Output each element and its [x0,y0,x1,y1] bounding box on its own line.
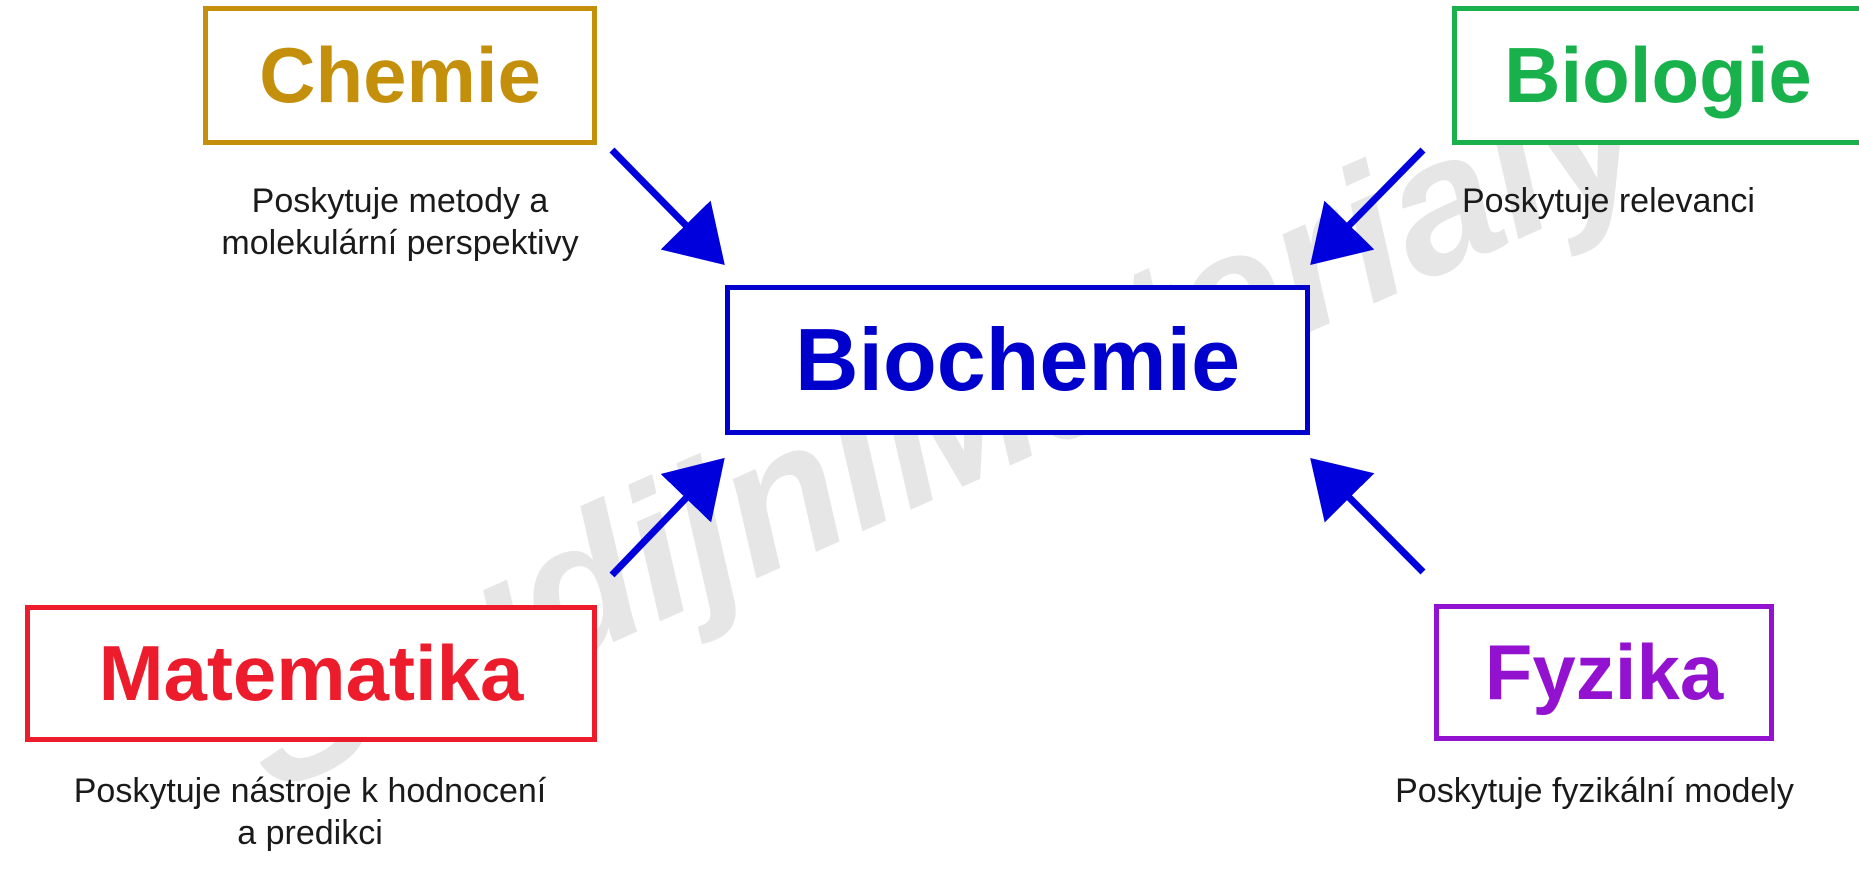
node-fyzika-label: Fyzika [1484,628,1724,716]
node-chemie: Chemie [203,6,597,145]
node-matematika: Matematika [25,605,597,742]
node-biochemie: Biochemie [725,285,1310,435]
caption-chemie-line-2: molekulární perspektivy [221,224,579,262]
arrow-matematika-to-biochemie [609,457,725,578]
node-biologie: Biologie [1452,6,1859,145]
arrow-biologie-to-biochemie [1310,147,1426,265]
node-chemie-label: Chemie [259,31,541,119]
caption-matematika-line-1: Poskytuje nástroje k hodnocení [73,772,547,810]
caption-fyzika-line-1: Poskytuje fyzikální modely [1395,772,1794,810]
arrow-fyzika-to-biochemie [1310,458,1426,575]
caption-biologie: Poskytuje relevanci [1462,180,1859,222]
caption-matematika-line-2: a predikci [237,814,383,852]
node-fyzika: Fyzika [1434,604,1774,741]
caption-matematika: Poskytuje nástroje k hodnocení a predikc… [0,770,620,854]
caption-biologie-line-1: Poskytuje relevanci [1462,182,1755,220]
node-biochemie-label: Biochemie [794,310,1241,409]
caption-fyzika: Poskytuje fyzikální modely [1330,770,1859,812]
node-matematika-label: Matematika [98,629,524,717]
caption-chemie-line-1: Poskytuje metody a [251,182,549,220]
arrow-chemie-to-biochemie [609,147,725,265]
node-biologie-label: Biologie [1504,31,1812,119]
caption-chemie: Poskytuje metody a molekulární perspekti… [160,180,640,264]
